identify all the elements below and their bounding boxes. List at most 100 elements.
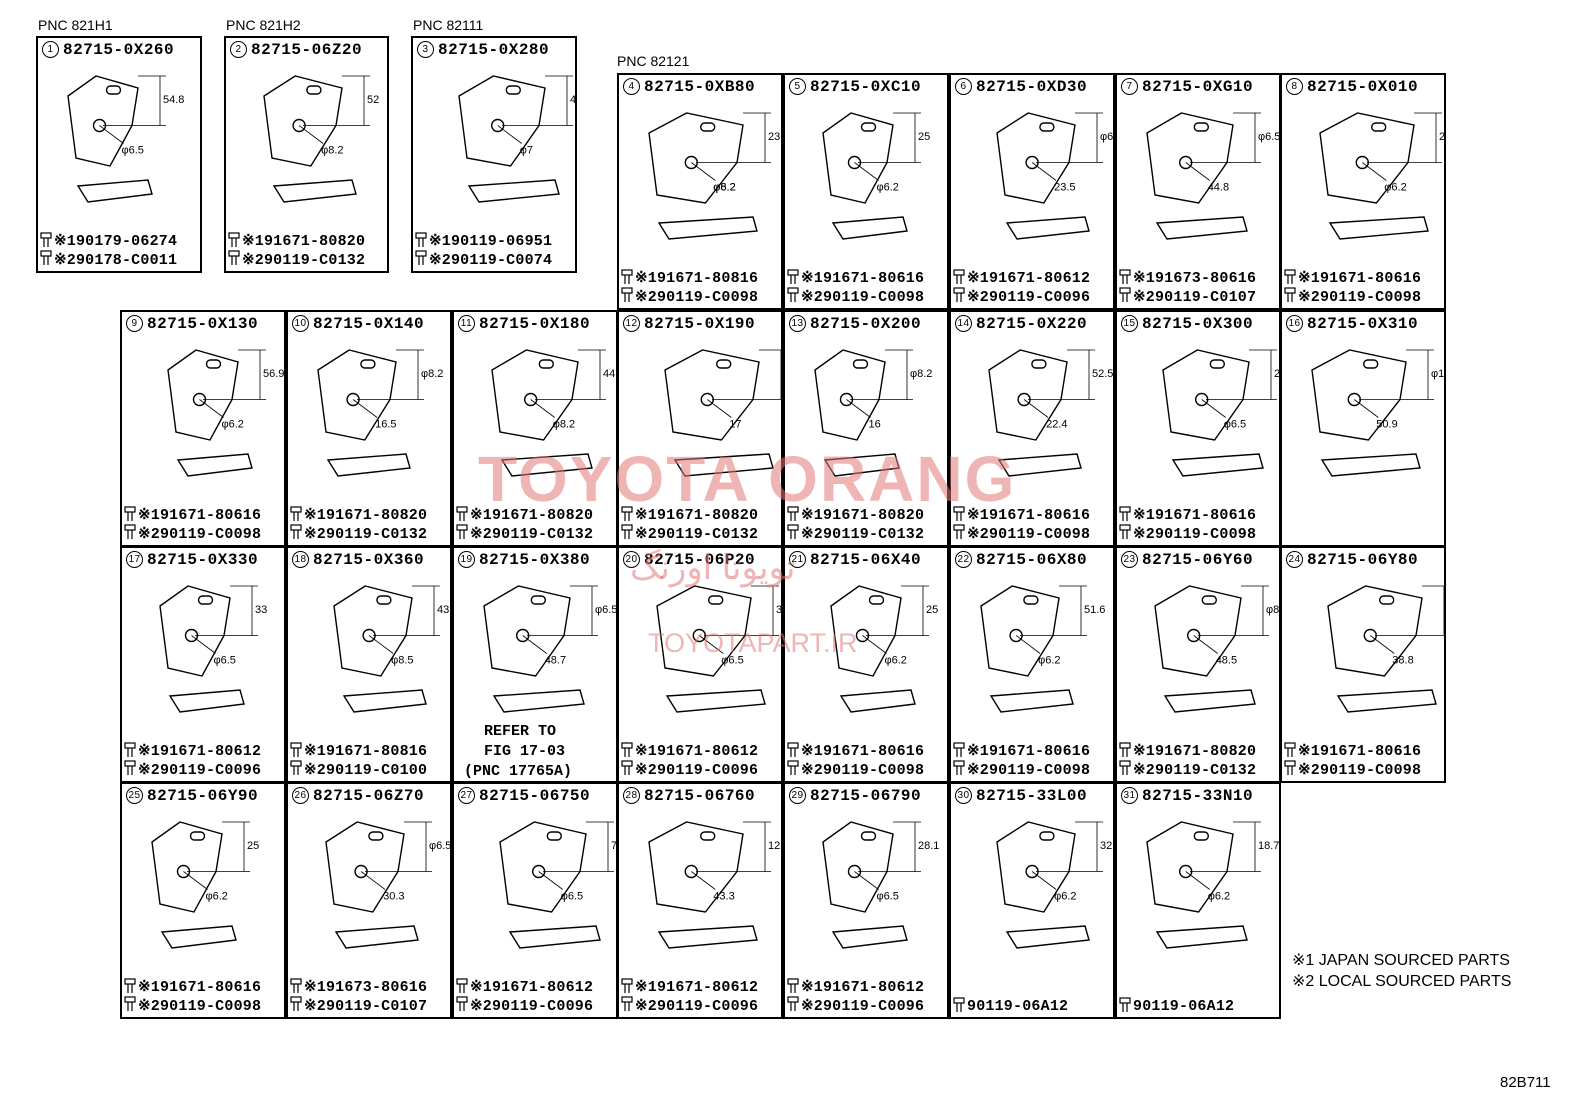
part-cell[interactable]: φ6.523.5682715-0XD30※191671-80612※290119… bbox=[949, 73, 1115, 310]
part-cell[interactable]: 22.6φ6.51582715-0X300※191671-80616※29011… bbox=[1115, 310, 1281, 547]
bolt-icon bbox=[953, 269, 965, 303]
part-cell[interactable]: 36.3φ6.52082715-06P20※191671-80612※29011… bbox=[617, 546, 783, 783]
part-cell[interactable]: 25φ6.2882715-0X010※191671-80616※290119-C… bbox=[1280, 73, 1446, 310]
bolt-icon bbox=[290, 506, 302, 540]
fastener-1: ※191671-80612 bbox=[138, 743, 262, 760]
dimension-label: 50.9 bbox=[1376, 419, 1397, 431]
fastener-2: ※290119-C0098 bbox=[138, 998, 262, 1015]
slot bbox=[707, 595, 724, 605]
part-cell[interactable]: 44.2φ8.21182715-0X180※191671-80820※29011… bbox=[452, 310, 618, 547]
fastener-1: ※191671-80820 bbox=[304, 507, 428, 524]
part-number: 82715-06Z70 bbox=[313, 787, 425, 805]
part-number: 82715-0X300 bbox=[1142, 315, 1254, 333]
fastener-1: ※191671-80616 bbox=[1133, 507, 1257, 524]
bolt-icon bbox=[124, 742, 136, 776]
fastener-1: ※191673-80616 bbox=[1133, 270, 1257, 287]
dimension-label: 18.7 bbox=[1258, 840, 1279, 852]
fastener-1: ※191671-80616 bbox=[138, 979, 262, 996]
bolt-icon bbox=[124, 506, 136, 540]
part-number: 82715-0X190 bbox=[644, 315, 756, 333]
slot bbox=[538, 359, 555, 369]
dimension-label: φ6.5 bbox=[595, 604, 617, 616]
dimension-label: 17 bbox=[729, 419, 741, 431]
dimension-label: 38.8 bbox=[1392, 655, 1413, 667]
fastener-2: ※290119-C0074 bbox=[429, 252, 553, 269]
mounting-hole bbox=[684, 155, 699, 170]
slot bbox=[715, 359, 732, 369]
side-view bbox=[823, 453, 900, 477]
dimension-label: φ6.5 bbox=[1224, 419, 1246, 431]
ref-number: 25 bbox=[126, 787, 143, 804]
part-cell[interactable]: 43.6φ8.51882715-0X360※191671-80816※29011… bbox=[286, 546, 452, 783]
fastener-1: ※191671-80612 bbox=[470, 979, 594, 996]
part-cell[interactable]: 75φ6.52782715-06750※191671-80612※290119-… bbox=[452, 782, 618, 1019]
fastener-2: ※290119-C0100 bbox=[304, 762, 428, 779]
mounting-hole bbox=[684, 864, 699, 879]
dimension-label: φ6.5 bbox=[877, 891, 899, 903]
part-cell[interactable]: 23.9φ6.2φ8.2482715-0XB80※191671-80816※29… bbox=[617, 73, 783, 310]
dimension-label: φ6.5 bbox=[122, 145, 144, 157]
dimension-label: 12×7 bbox=[768, 840, 783, 852]
part-cell[interactable]: 12×743.32882715-06760※191671-80612※29011… bbox=[617, 782, 783, 1019]
fastener-1: ※191671-80612 bbox=[635, 979, 759, 996]
part-drawing: 51.6φ6.2 bbox=[980, 585, 1105, 713]
slot bbox=[1370, 122, 1387, 132]
part-drawing: φ6.530.3 bbox=[325, 821, 450, 949]
part-number: 82715-0XB80 bbox=[644, 78, 756, 96]
dimension-label: φ8.5 bbox=[391, 655, 413, 667]
bolt-icon bbox=[456, 978, 468, 1012]
fastener-1: ※191671-80820 bbox=[1133, 743, 1257, 760]
part-cell[interactable]: φ8.2171282715-0X190※191671-80820※290119-… bbox=[617, 310, 783, 547]
side-view bbox=[1155, 216, 1248, 240]
part-cell[interactable]: 45.8φ7382715-0X280※190119-06951※290119-C… bbox=[411, 36, 577, 273]
ref-number: 18 bbox=[292, 551, 309, 568]
part-number: 82715-0X280 bbox=[438, 41, 550, 59]
dimension-label: 36.3 bbox=[776, 604, 783, 616]
fastener-1: ※191671-80612 bbox=[635, 743, 759, 760]
part-number: 82715-06Z20 bbox=[251, 41, 363, 59]
mounting-hole bbox=[1186, 628, 1201, 643]
part-drawing: φ8.217 bbox=[664, 349, 781, 477]
fastener-2: ※290119-C0096 bbox=[138, 762, 262, 779]
slot bbox=[1193, 831, 1210, 841]
dimension-label: 25 bbox=[1439, 131, 1446, 143]
ref-number: 16 bbox=[1286, 315, 1303, 332]
side-view bbox=[989, 689, 1074, 713]
dimension-label: 51.6 bbox=[1084, 604, 1105, 616]
dimension-label: 45.8 bbox=[570, 94, 577, 106]
part-cell[interactable]: φ8.248.52382715-06Y60※191671-80820※29011… bbox=[1115, 546, 1281, 783]
dimension-label: φ6.2 bbox=[885, 655, 907, 667]
bolt-icon bbox=[621, 506, 633, 540]
slot bbox=[197, 595, 214, 605]
part-cell[interactable]: φ6.238.82482715-06Y80※191671-80616※29011… bbox=[1280, 546, 1446, 783]
dimension-label: 32.4 bbox=[1100, 840, 1115, 852]
ref-number: 17 bbox=[126, 551, 143, 568]
dimension-label: φ8.2 bbox=[1266, 604, 1281, 616]
fastener-1: ※191671-80816 bbox=[304, 743, 428, 760]
fastener-2: ※290119-C0096 bbox=[635, 762, 759, 779]
fastener-1: ※191671-80820 bbox=[470, 507, 594, 524]
